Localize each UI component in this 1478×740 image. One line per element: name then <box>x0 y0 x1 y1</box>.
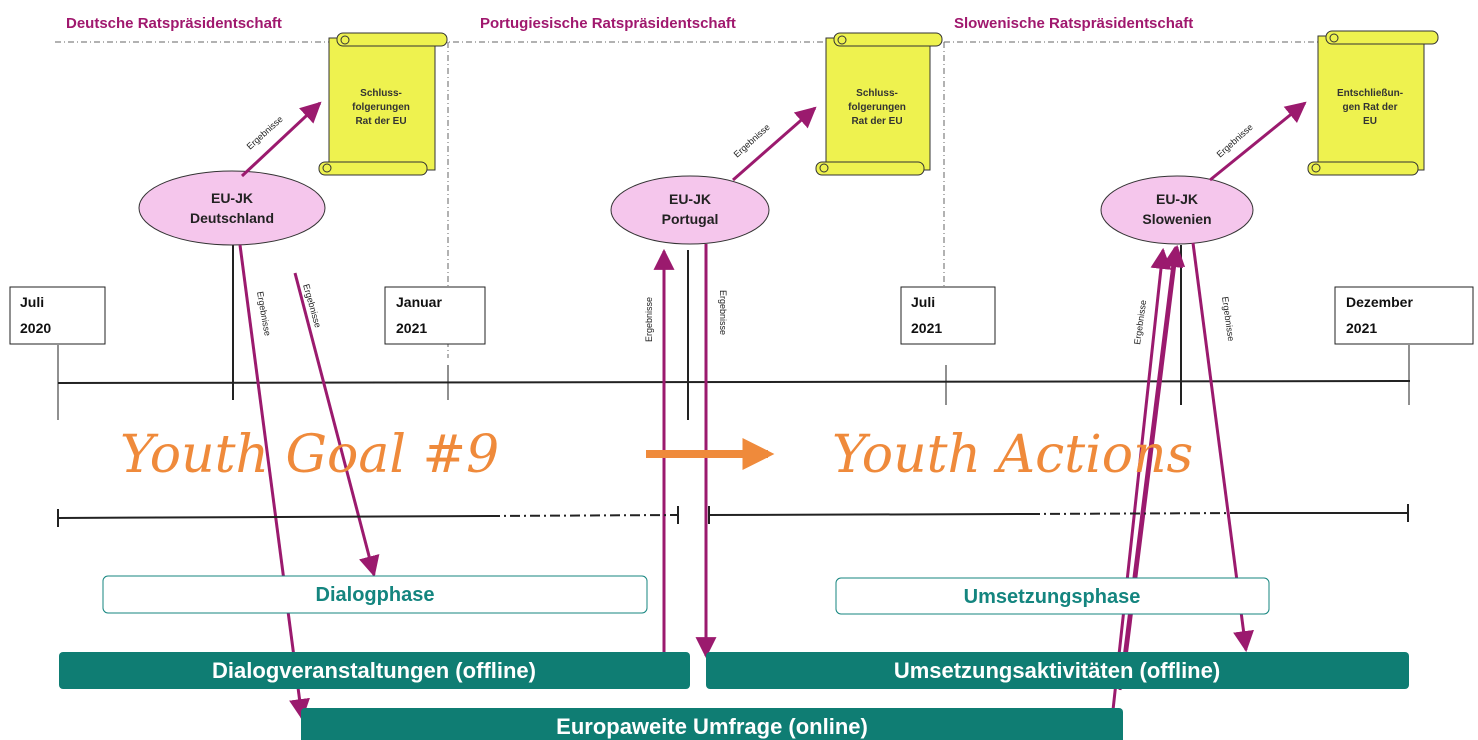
phase-span-dialog <box>57 506 679 527</box>
scroll-line: EU <box>1363 116 1377 127</box>
date-box-jul-2020: Juli 2020 <box>9 286 106 345</box>
scroll-line: Entschließun- <box>1337 88 1403 99</box>
presidency-slovenia: Slowenische Ratspräsidentschaft <box>954 15 1193 32</box>
phase-box-dialog: Dialogphase <box>102 575 648 614</box>
results-label: Ergebnisse <box>718 290 728 335</box>
conference-line1: EU-JK <box>1156 191 1198 207</box>
bar-dialog-events: Dialogveranstaltungen (offline) <box>59 652 690 689</box>
presidency-germany: Deutsche Ratspräsidentschaft <box>66 15 282 32</box>
results-label: Ergebnisse <box>245 114 285 152</box>
phase-label: Umsetzungsphase <box>964 586 1141 608</box>
date-box-dec-2021: Dezember 2021 <box>1334 286 1474 345</box>
bar-label: Umsetzungsaktivitäten (offline) <box>894 658 1220 683</box>
bar-survey: Europaweite Umfrage (online) <box>301 708 1123 740</box>
bar-implementation-activities: Umsetzungsaktivitäten (offline) <box>706 652 1409 689</box>
date-month: Dezember <box>1346 294 1413 310</box>
scroll-document-slovenia: Entschließun- gen Rat der EU <box>1307 30 1439 176</box>
scroll-document-portugal: Schluss- folgerungen Rat der EU <box>815 32 943 176</box>
conference-slovenia: EU-JK Slowenien <box>1100 175 1254 245</box>
date-year: 2021 <box>1346 320 1377 336</box>
results-label: Ergebnisse <box>1215 122 1255 160</box>
phase-box-implementation: Umsetzungsphase <box>835 577 1270 615</box>
phase-span-implementation <box>708 504 1409 524</box>
phase-label: Dialogphase <box>316 584 435 606</box>
scroll-line: Schluss- <box>856 88 898 99</box>
scroll-line: Rat der EU <box>851 116 902 127</box>
conference-line2: Slowenien <box>1142 211 1211 227</box>
headline-youth-actions: Youth Actions <box>832 425 1193 485</box>
scroll-line: folgerungen <box>352 102 410 113</box>
date-year: 2020 <box>20 320 51 336</box>
conference-portugal: EU-JK Portugal <box>610 175 770 245</box>
conference-line2: Portugal <box>662 211 719 227</box>
scroll-line: Schluss- <box>360 88 402 99</box>
scroll-line: folgerungen <box>848 102 906 113</box>
headline-youth-goal: Youth Goal #9 <box>120 425 499 485</box>
results-label: Ergebnisse <box>255 291 273 337</box>
results-label: Ergebnisse <box>732 122 772 160</box>
bar-label: Europaweite Umfrage (online) <box>556 714 868 739</box>
conference-line1: EU-JK <box>211 190 253 206</box>
timeline-axis <box>57 245 1411 420</box>
date-month: Juli <box>20 294 44 310</box>
results-label: Ergebnisse <box>1132 299 1148 345</box>
conference-line2: Deutschland <box>190 210 274 226</box>
conference-germany: EU-JK Deutschland <box>138 170 326 246</box>
scroll-document-germany: Schluss- folgerungen Rat der EU <box>318 32 448 176</box>
results-label: Ergebnisse <box>644 297 654 342</box>
date-year: 2021 <box>911 320 942 336</box>
presidency-portugal: Portugiesische Ratspräsidentschaft <box>480 15 736 32</box>
date-month: Juli <box>911 294 935 310</box>
results-label: Ergebnisse <box>1220 296 1236 342</box>
date-year: 2021 <box>396 320 427 336</box>
bar-label: Dialogveranstaltungen (offline) <box>212 658 536 683</box>
date-month: Januar <box>396 294 442 310</box>
date-box-jan-2021: Januar 2021 <box>384 286 486 345</box>
scroll-line: Rat der EU <box>355 116 406 127</box>
conference-line1: EU-JK <box>669 191 711 207</box>
scroll-line: gen Rat der <box>1342 102 1397 113</box>
date-box-jul-2021: Juli 2021 <box>900 286 996 345</box>
